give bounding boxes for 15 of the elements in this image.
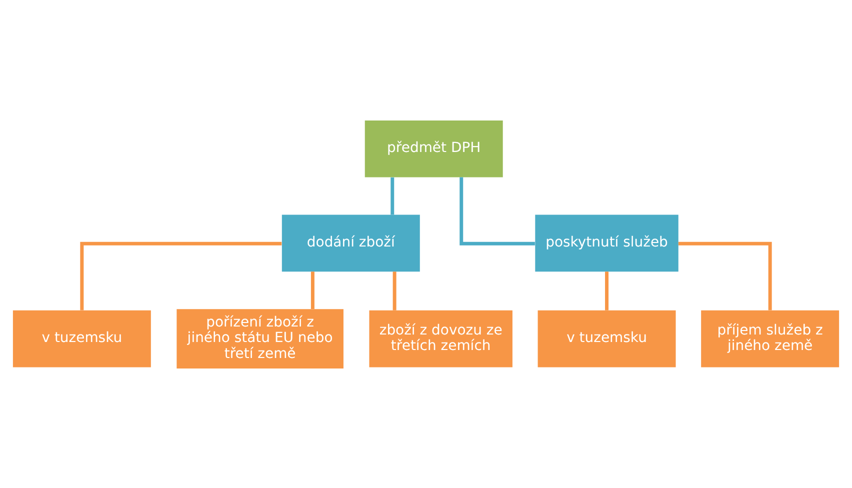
node-box: dodání zboží: [282, 214, 420, 272]
connector: [392, 271, 396, 310]
node-box: v tuzemsku: [538, 310, 676, 367]
connector: [605, 271, 609, 310]
node-box: předmět DPH: [364, 120, 503, 177]
connector: [80, 241, 282, 310]
node-box: zboží z dovozu ze třetích zemích: [369, 310, 512, 367]
connector: [310, 271, 314, 308]
connector: [390, 176, 394, 214]
node-box: v tuzemsku: [12, 310, 151, 367]
node-box: příjem služeb z jiného země: [701, 310, 840, 367]
connector: [460, 176, 535, 245]
node-box: pořízení zboží z jiného státu EU nebo třetí země: [176, 308, 344, 368]
node-box: poskytnutí služeb: [535, 214, 678, 272]
connector: [678, 241, 772, 310]
